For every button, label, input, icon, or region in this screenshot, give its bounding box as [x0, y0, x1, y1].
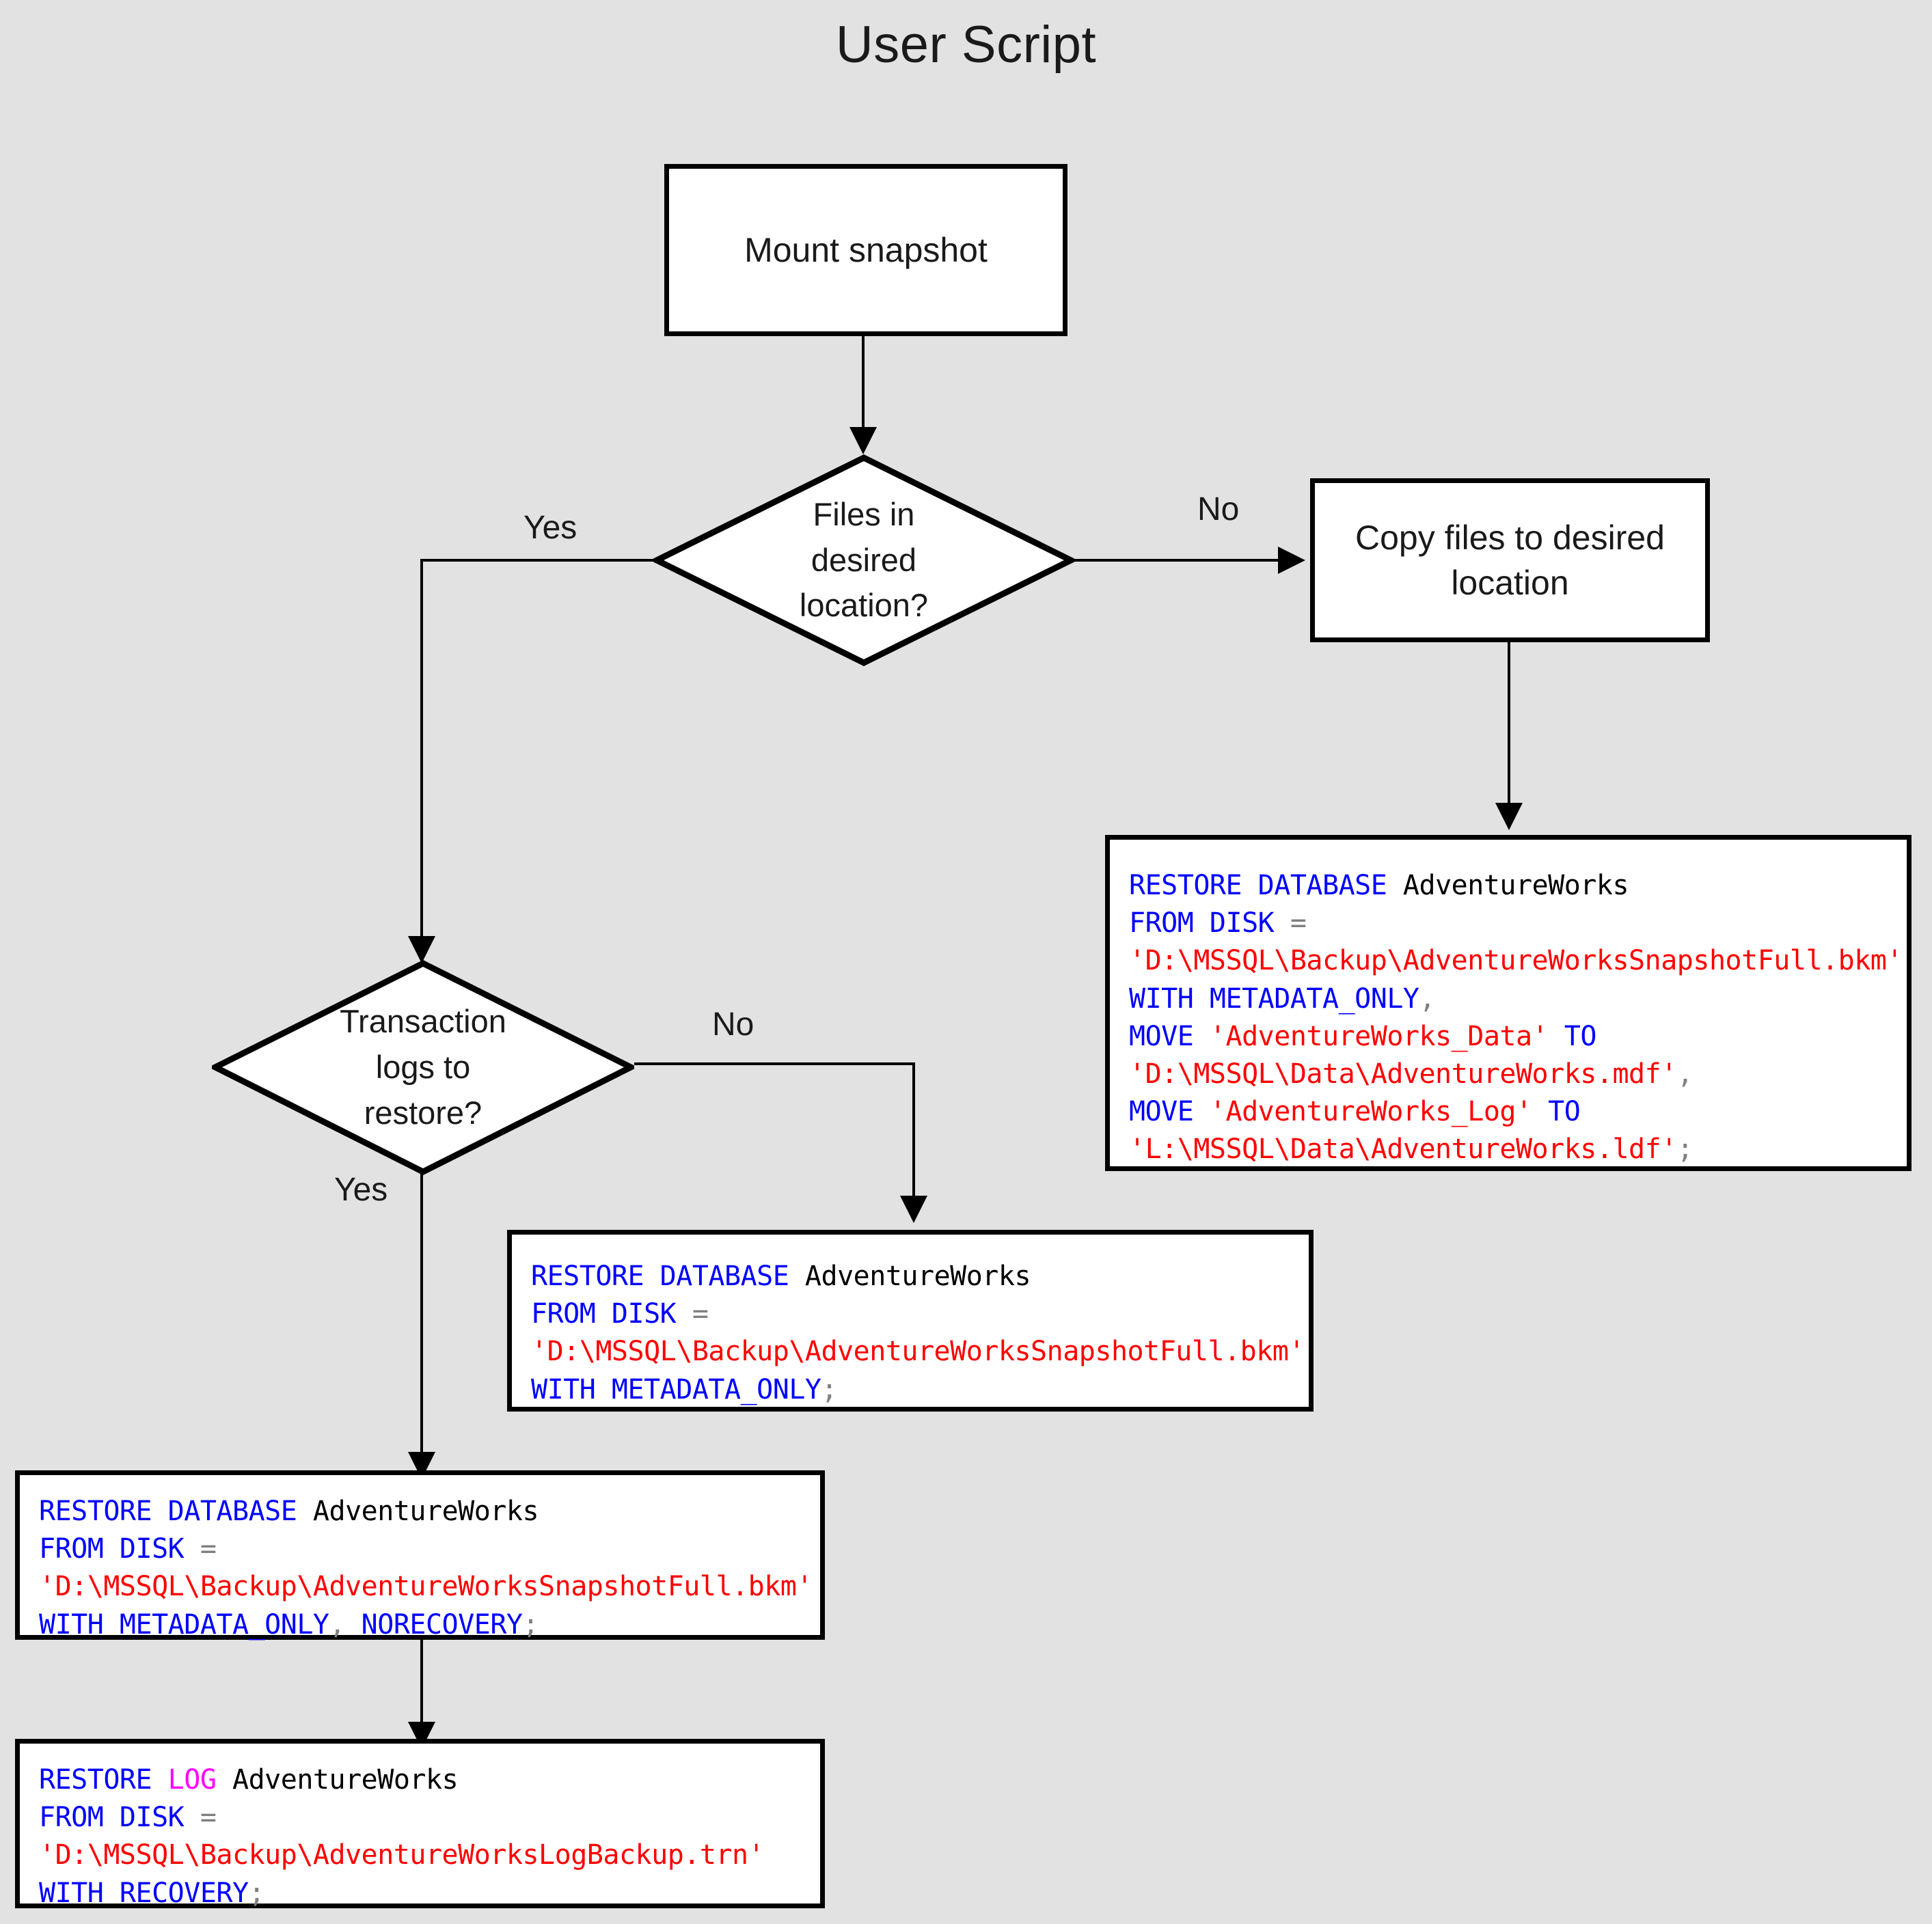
edge-label-no-files: No: [1197, 491, 1240, 527]
code-text: RESTORE LOG AdventureWorks FROM DISK = '…: [39, 1764, 765, 1909]
diamond-shape: [212, 960, 634, 1175]
code-block-restore-norecovery[interactable]: RESTORE DATABASE AdventureWorks FROM DIS…: [15, 1470, 825, 1640]
diamond-shape: [653, 454, 1074, 666]
code-text: RESTORE DATABASE AdventureWorks FROM DIS…: [531, 1261, 1305, 1405]
edge-logs-no-to-sqlsimple: [634, 1062, 927, 1223]
code-text: RESTORE DATABASE AdventureWorks FROM DIS…: [39, 1496, 813, 1640]
page-title: User Script: [835, 16, 1097, 74]
edge-label-yes-files: Yes: [523, 510, 577, 546]
code-block-restore-with-move[interactable]: RESTORE DATABASE AdventureWorks FROM DIS…: [1105, 835, 1911, 1171]
edge-label-no-logs: No: [712, 1006, 754, 1043]
edge-files-yes-to-logs: [408, 559, 653, 963]
node-copy-files[interactable]: Copy files to desired location: [1310, 478, 1710, 642]
node-copy-files-label: Copy files to desired location: [1355, 519, 1665, 602]
edge-label-yes-logs: Yes: [334, 1172, 388, 1208]
code-block-restore-log[interactable]: RESTORE LOG AdventureWorks FROM DISK = '…: [15, 1739, 825, 1909]
code-block-restore-metadata-only[interactable]: RESTORE DATABASE AdventureWorks FROM DIS…: [507, 1230, 1314, 1412]
node-mount-snapshot-label: Mount snapshot: [744, 231, 988, 269]
node-mount-snapshot[interactable]: Mount snapshot: [664, 164, 1067, 336]
node-logs-decision[interactable]: Transaction logs to restore?: [212, 960, 634, 1175]
node-files-decision[interactable]: Files in desired location?: [653, 454, 1074, 666]
code-text: RESTORE DATABASE AdventureWorks FROM DIS…: [1129, 870, 1903, 1166]
